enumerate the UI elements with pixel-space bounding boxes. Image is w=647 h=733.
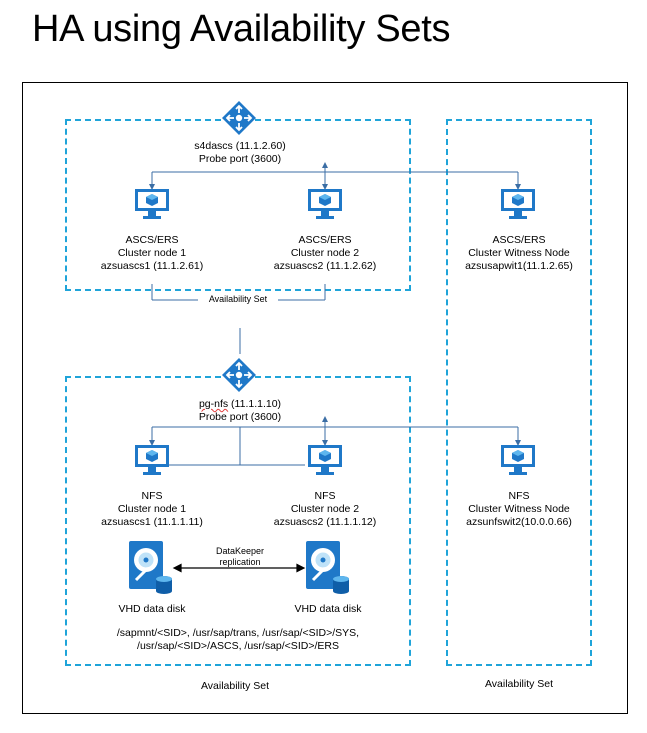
node-host: azsusapwit1(11.1.2.65) xyxy=(465,260,573,272)
disk-icon xyxy=(306,541,349,594)
replication-label: DataKeeper replication xyxy=(190,546,290,568)
node-host: azsuascs2 (11.1.1.12) xyxy=(273,516,377,528)
node-title: Cluster Witness Node xyxy=(468,503,570,515)
virtual-machine-icon xyxy=(308,445,342,475)
node-role: ASCS/ERS xyxy=(492,234,546,246)
paths-line2: /usr/sap/<SID>/ASCS, /usr/sap/<SID>/ERS xyxy=(137,640,339,652)
load-balancer-icon xyxy=(222,101,256,135)
lb-probe: Probe port (3600) xyxy=(198,411,282,423)
load-balancer-icon xyxy=(222,358,256,392)
node-title: Cluster node 2 xyxy=(290,503,360,515)
node-title: Cluster node 1 xyxy=(117,247,187,259)
node-host: azsuascs2 (11.1.2.62) xyxy=(273,260,377,272)
lb-name: pg-nfs (11.1.1.10) xyxy=(170,398,310,411)
virtual-machine-icon xyxy=(308,189,342,219)
witness-availability-set-label: Availability Set xyxy=(484,678,554,690)
nfs-load-balancer-label: pg-nfs (11.1.1.10) Probe port (3600) xyxy=(170,398,310,424)
ascs-load-balancer-label: s4dascs (11.1.2.60) Probe port (3600) xyxy=(170,140,310,166)
node-role: ASCS/ERS xyxy=(298,234,352,246)
diagram-frame xyxy=(22,82,628,714)
disk-icon xyxy=(129,541,172,594)
virtual-machine-icon xyxy=(501,445,535,475)
nfs-node2-label: NFS Cluster node 2 azsuascs2 (11.1.1.12) xyxy=(255,490,395,529)
node-title: Cluster node 1 xyxy=(117,503,187,515)
virtual-machine-icon xyxy=(501,189,535,219)
ascs-node1-label: ASCS/ERS Cluster node 1 azsuascs1 (11.1.… xyxy=(82,234,222,273)
disk2-label: VHD data disk xyxy=(294,603,362,615)
disk1-label: VHD data disk xyxy=(118,603,186,615)
lb-probe: Probe port (3600) xyxy=(198,153,282,165)
node-role: NFS xyxy=(314,490,336,502)
virtual-machine-icon xyxy=(135,189,169,219)
node-role: NFS xyxy=(508,490,530,502)
replication-line2: replication xyxy=(219,557,261,567)
node-title: Cluster node 2 xyxy=(290,247,360,259)
nfs-availability-set-label: Availability Set xyxy=(200,680,270,692)
lb-name-ip: (11.1.1.10) xyxy=(228,398,282,410)
witness-availability-set-box xyxy=(446,119,592,666)
ascs-availability-set-label: Availability Set xyxy=(208,294,268,304)
lb-name: s4dascs (11.1.2.60) xyxy=(194,140,286,152)
node-role: ASCS/ERS xyxy=(125,234,179,246)
lb-name-host: pg-nfs xyxy=(198,398,229,410)
node-host: azsuascs1 (11.1.2.61) xyxy=(100,260,204,272)
nfs-node1-label: NFS Cluster node 1 azsuascs1 (11.1.1.11) xyxy=(82,490,222,529)
ascs-witness-label: ASCS/ERS Cluster Witness Node azsusapwit… xyxy=(448,234,590,273)
paths-line1: /sapmnt/<SID>, /usr/sap/trans, /usr/sap/… xyxy=(116,627,360,639)
replication-line1: DataKeeper xyxy=(215,546,265,556)
ascs-node2-label: ASCS/ERS Cluster node 2 azsuascs2 (11.1.… xyxy=(255,234,395,273)
node-host: azsuascs1 (11.1.1.11) xyxy=(101,516,203,528)
node-role: NFS xyxy=(141,490,163,502)
shared-paths-label: /sapmnt/<SID>, /usr/sap/trans, /usr/sap/… xyxy=(80,627,396,653)
node-host: azsunfswit2(10.0.0.66) xyxy=(466,516,572,528)
page-title: HA using Availability Sets xyxy=(32,8,451,50)
nfs-witness-label: NFS Cluster Witness Node azsunfswit2(10.… xyxy=(448,490,590,529)
virtual-machine-icon xyxy=(135,445,169,475)
node-title: Cluster Witness Node xyxy=(468,247,570,259)
